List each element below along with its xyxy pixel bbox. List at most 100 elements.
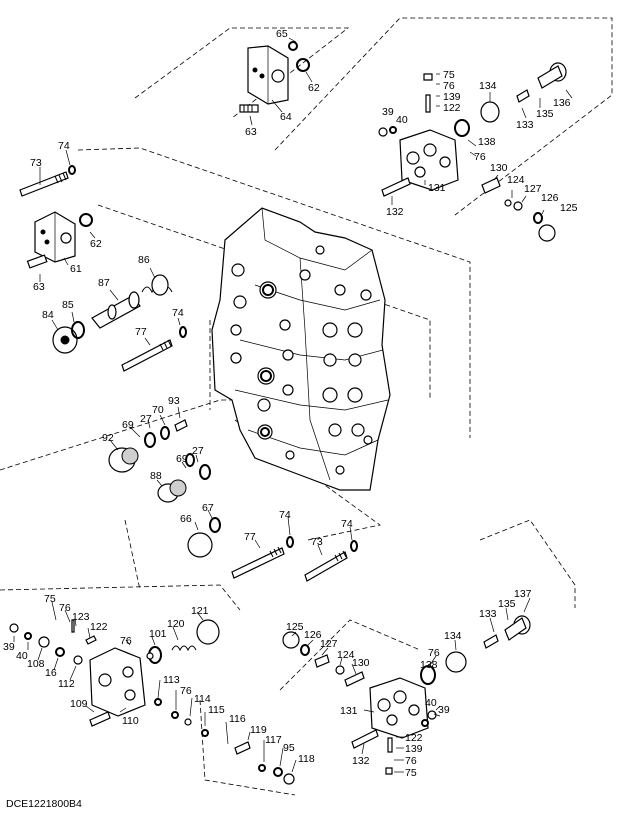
part-label-136: 136: [553, 97, 571, 109]
leader-lines: [13, 37, 573, 773]
part-label-62: 62: [308, 82, 320, 94]
part-label-63: 63: [245, 126, 257, 138]
part-label-137: 137: [514, 588, 532, 600]
part-label-131: 131: [428, 182, 446, 194]
part-label-133: 133: [479, 608, 497, 620]
part-label-75: 75: [44, 593, 56, 605]
part-label-138: 138: [420, 659, 438, 671]
part-label-88: 88: [150, 470, 162, 482]
part-label-77: 77: [135, 326, 147, 338]
part-label-40: 40: [425, 697, 437, 709]
part-label-76: 76: [428, 647, 440, 659]
part-label-139: 139: [405, 743, 423, 755]
part-label-110: 110: [122, 715, 139, 727]
part-label-134: 134: [444, 630, 462, 642]
part-label-125: 125: [560, 202, 578, 214]
cover-plate-left: [26, 211, 93, 269]
valve-body: [211, 207, 391, 491]
part-label-27: 27: [192, 445, 204, 457]
part-label-126: 126: [541, 192, 559, 204]
part-label-130: 130: [490, 162, 508, 174]
cover-plate-top: [239, 41, 310, 113]
part-label-40: 40: [16, 650, 28, 662]
part-label-76: 76: [180, 685, 192, 697]
part-label-76: 76: [443, 80, 455, 92]
part-label-113: 113: [163, 674, 180, 686]
part-label-126: 126: [304, 629, 322, 641]
assembly-dash-lines: [0, 17, 613, 796]
relief-valve-bottom-right: [282, 615, 531, 775]
part-labels: 65 62 64 63 75 76 139 122 134 136 133 13…: [3, 28, 578, 779]
part-label-127: 127: [524, 183, 542, 195]
part-label-87: 87: [98, 277, 110, 289]
valve-assembly-bottom-left: [9, 619, 295, 785]
part-label-62: 62: [90, 238, 102, 250]
part-label-73: 73: [30, 157, 42, 169]
part-label-114: 114: [194, 693, 211, 705]
part-label-69: 69: [176, 453, 188, 465]
part-label-124: 124: [507, 174, 525, 186]
part-label-139: 139: [443, 91, 461, 103]
part-label-84: 84: [42, 309, 54, 321]
part-label-63: 63: [33, 281, 45, 293]
part-label-130: 130: [352, 657, 370, 669]
part-label-133: 133: [516, 119, 534, 131]
part-label-70: 70: [152, 404, 164, 416]
part-label-74: 74: [279, 509, 291, 521]
part-label-112: 112: [58, 678, 75, 690]
part-label-108: 108: [27, 658, 45, 670]
part-label-75: 75: [405, 767, 417, 779]
part-label-64: 64: [280, 111, 292, 123]
part-label-27: 27: [140, 413, 152, 425]
part-label-115: 115: [208, 704, 225, 716]
part-label-124: 124: [337, 649, 355, 661]
part-label-127: 127: [320, 638, 338, 650]
part-label-120: 120: [167, 618, 185, 630]
spool-assembly-left: [52, 274, 173, 354]
plugs-left: [108, 419, 221, 558]
part-label-95: 95: [283, 742, 295, 754]
part-label-76: 76: [405, 755, 417, 767]
part-label-76: 76: [120, 635, 132, 647]
part-label-132: 132: [352, 755, 370, 767]
part-label-92: 92: [102, 432, 114, 444]
part-label-131: 131: [340, 705, 358, 717]
part-label-66: 66: [180, 513, 192, 525]
part-label-77: 77: [244, 531, 256, 543]
part-label-67: 67: [202, 502, 214, 514]
part-label-86: 86: [138, 254, 150, 266]
part-label-135: 135: [536, 108, 554, 120]
part-label-135: 135: [498, 598, 516, 610]
part-label-16: 16: [45, 667, 57, 679]
part-label-69: 69: [122, 419, 134, 431]
part-label-76: 76: [59, 602, 71, 614]
part-label-61: 61: [70, 263, 82, 275]
part-label-76: 76: [474, 151, 486, 163]
part-label-74: 74: [341, 518, 353, 530]
part-label-75: 75: [443, 69, 455, 81]
part-label-125: 125: [286, 621, 304, 633]
part-label-132: 132: [386, 206, 404, 218]
relief-valve-top-right: [378, 62, 567, 242]
part-label-121: 121: [191, 605, 209, 617]
part-label-93: 93: [168, 395, 180, 407]
part-label-73: 73: [311, 536, 323, 548]
part-label-138: 138: [478, 136, 496, 148]
document-id: DCE1221800B4: [6, 798, 82, 810]
part-label-39: 39: [382, 106, 394, 118]
part-label-101: 101: [149, 628, 167, 640]
part-label-122: 122: [443, 102, 461, 114]
part-label-118: 118: [298, 753, 315, 765]
part-label-123: 123: [72, 611, 90, 623]
part-label-109: 109: [70, 698, 88, 710]
part-label-119: 119: [250, 724, 267, 736]
part-label-74: 74: [172, 307, 184, 319]
part-label-74: 74: [58, 140, 70, 152]
part-label-122: 122: [405, 732, 423, 744]
part-label-39: 39: [438, 704, 450, 716]
part-label-134: 134: [479, 80, 497, 92]
part-label-116: 116: [229, 713, 246, 725]
part-label-122: 122: [90, 621, 108, 633]
part-label-85: 85: [62, 299, 74, 311]
